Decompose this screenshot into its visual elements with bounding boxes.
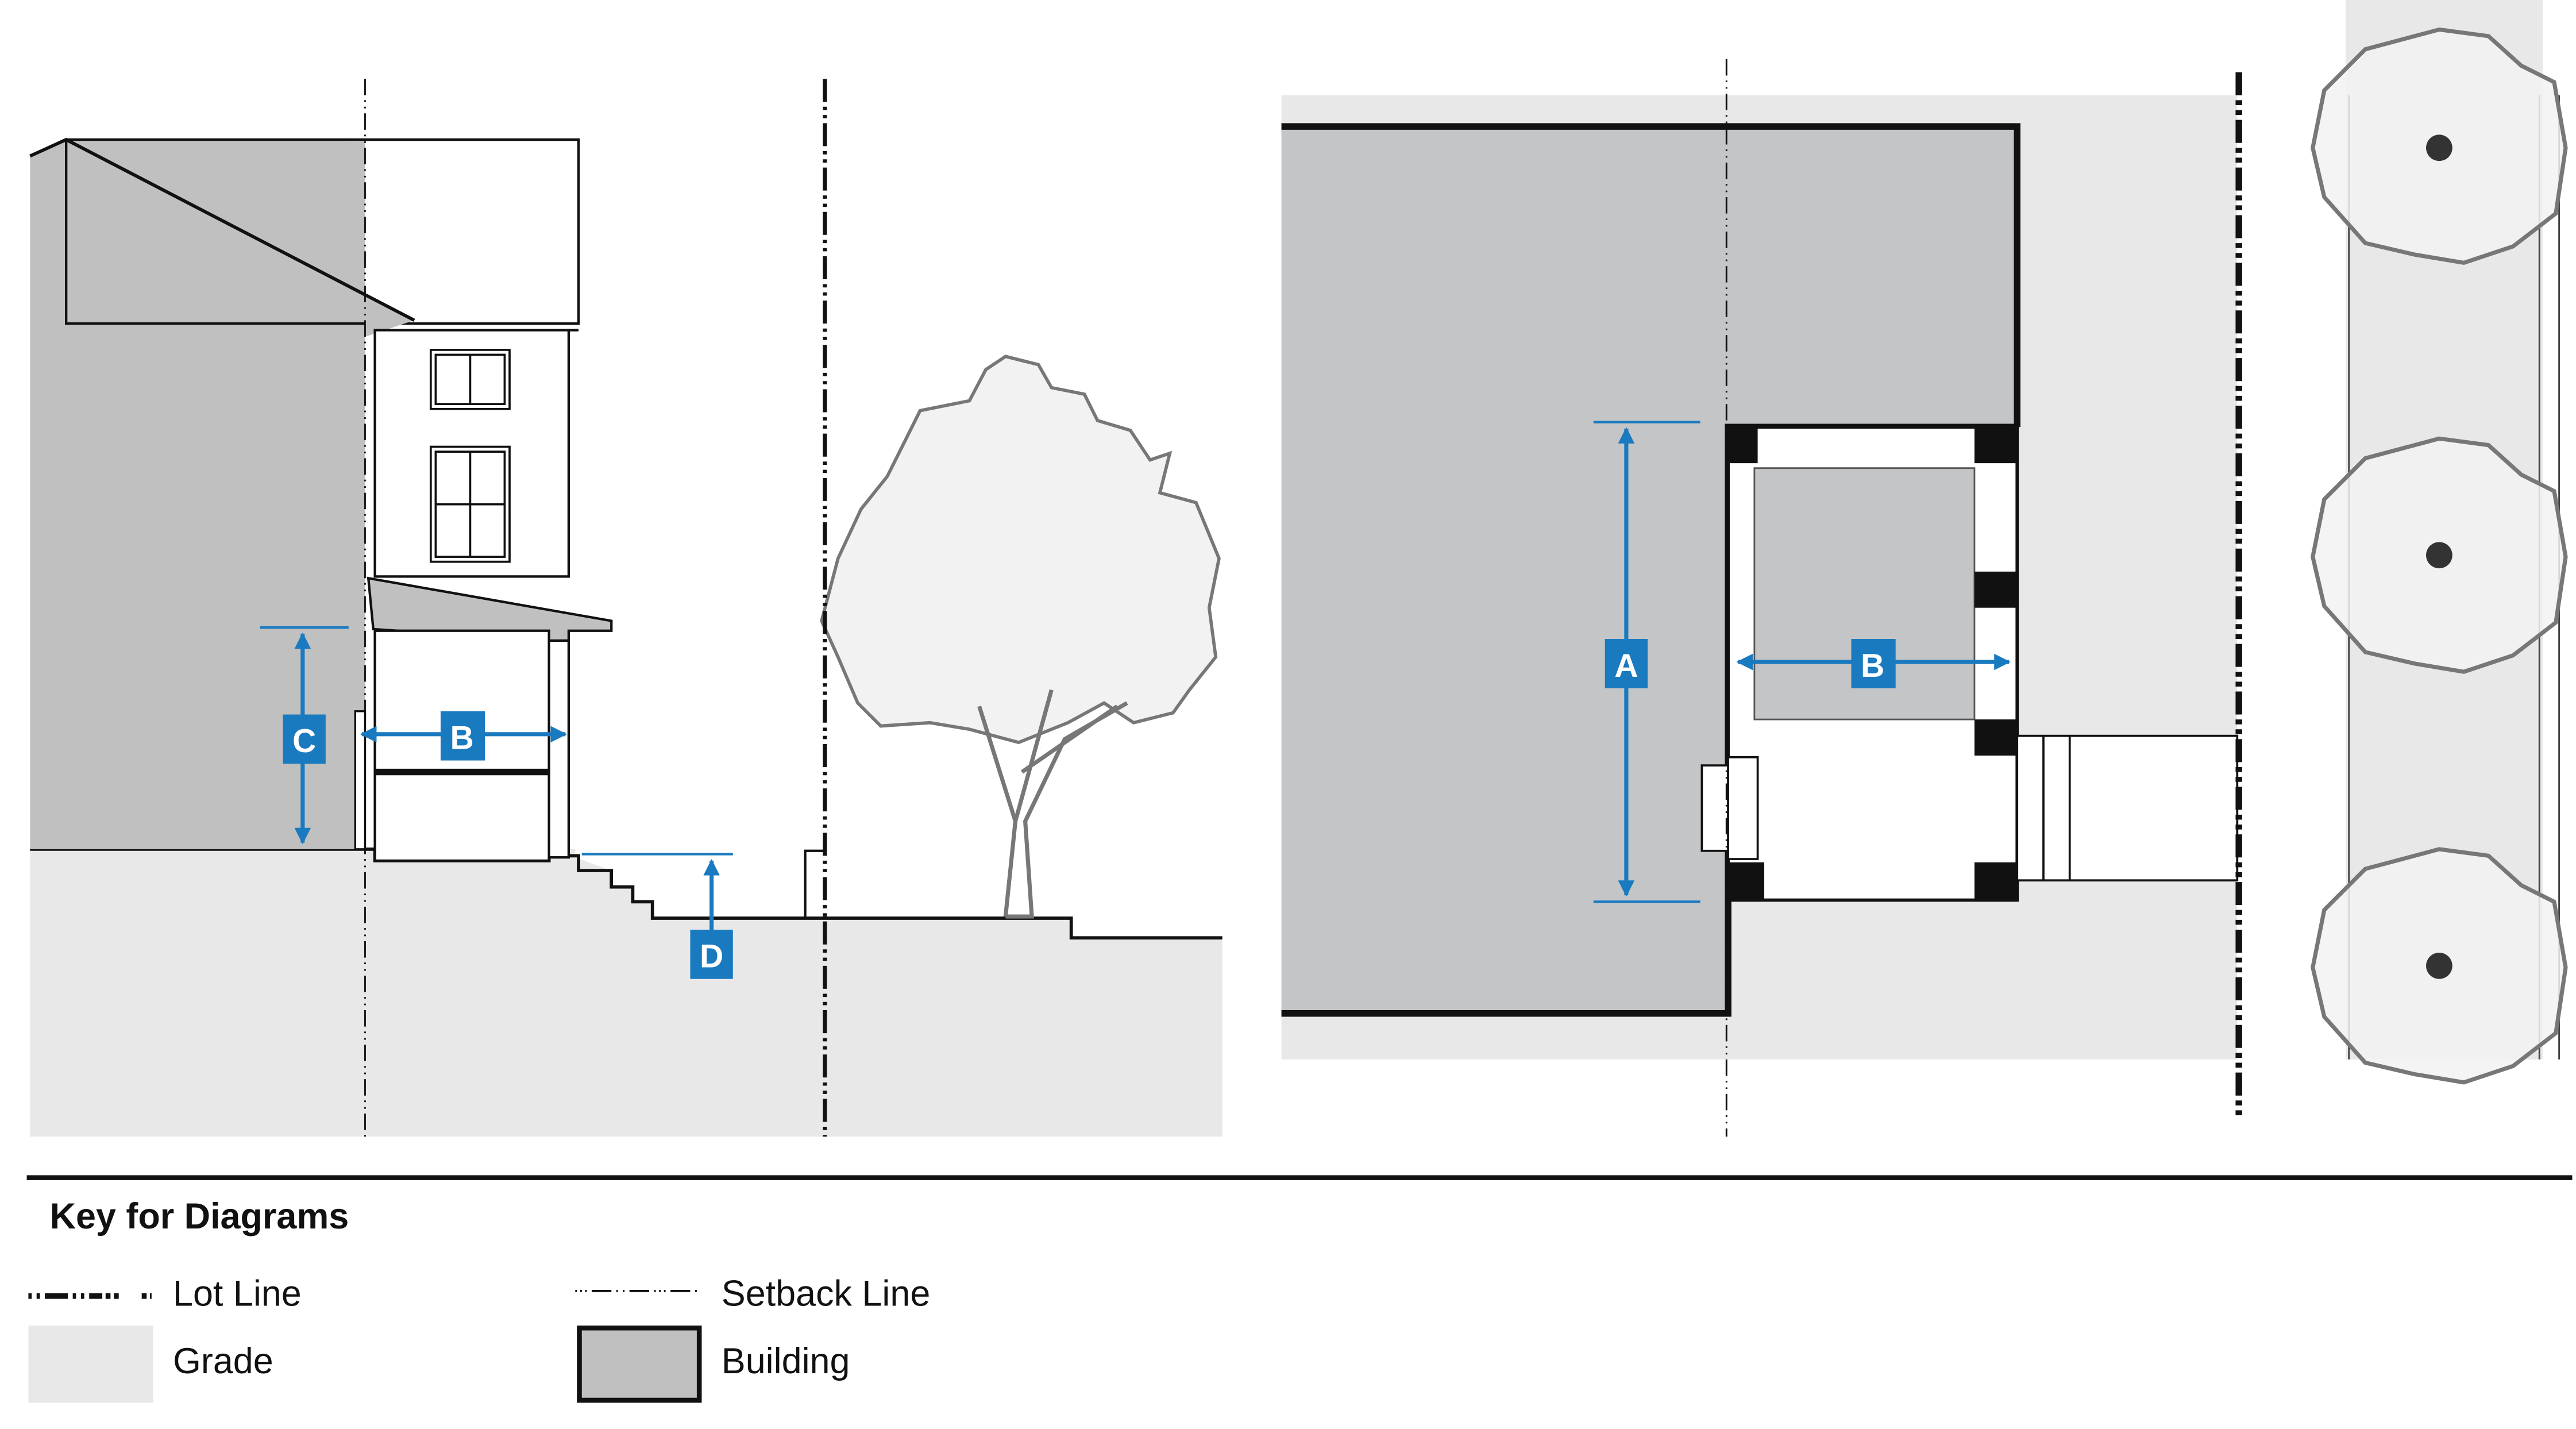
- legend-label-grade: Grade: [173, 1341, 273, 1381]
- legend-label-lot-line: Lot Line: [173, 1274, 302, 1314]
- porch-columns: [1728, 427, 2018, 900]
- dimension-label-a: A: [1614, 648, 1638, 684]
- legend-label-building: Building: [722, 1341, 850, 1381]
- dimension-label-b-section: B: [450, 720, 473, 757]
- legend-title: Key for Diagrams: [50, 1196, 349, 1237]
- walkway: [2016, 734, 2239, 882]
- dimension-label-d: D: [700, 938, 723, 975]
- dimension-d: D: [581, 853, 733, 979]
- building-footprint: [1281, 126, 2018, 1014]
- section-diagram: C B D: [29, 79, 1223, 1137]
- legend: Key for Diagrams Lot Line Setback Line G…: [26, 1175, 2573, 1403]
- dimension-b-section: B: [360, 711, 568, 761]
- dimension-b-plan: B: [1736, 639, 2011, 688]
- porch-column: [547, 639, 570, 859]
- window-icon: [429, 349, 511, 563]
- tree-icon: [820, 355, 1221, 919]
- building-swatch-icon: [577, 1325, 702, 1403]
- plan-diagram: A B: [1281, 0, 2568, 1137]
- dimension-label-b-plan: B: [1861, 648, 1884, 684]
- legend-label-setback-line: Setback Line: [722, 1274, 931, 1314]
- tree-trunk-icon: [2426, 134, 2452, 979]
- dimension-label-c: C: [292, 723, 316, 760]
- dimension-c: C: [260, 626, 349, 845]
- grade-swatch-icon: [28, 1325, 153, 1403]
- porch-roof: [367, 576, 613, 644]
- dimension-a: A: [1593, 421, 1700, 903]
- grade-area: [30, 849, 1223, 1137]
- neighbor-building: [30, 139, 415, 849]
